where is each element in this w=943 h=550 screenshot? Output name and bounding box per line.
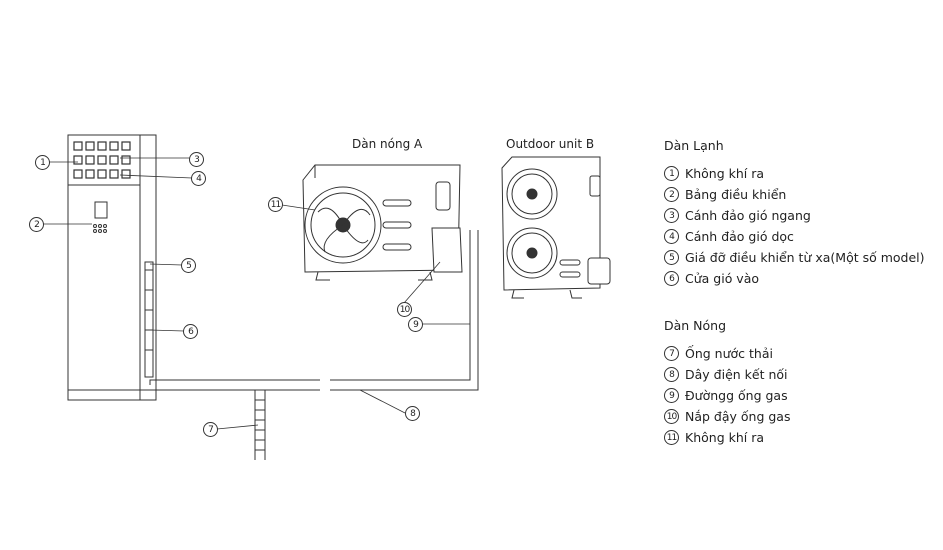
legend-number: 2 [664,187,679,202]
callout-5: 5 [181,258,196,273]
legend-item: 2 Bảng điều khiển [664,184,925,205]
callout-8: 8 [405,406,420,421]
legend-label: Nắp đậy ống gas [685,409,791,424]
legend-label: Giá đỡ điều khiển từ xa(Một số model) [685,250,925,265]
callout-2: 2 [29,217,44,232]
legend-number: 1 [664,166,679,181]
callout-4: 4 [191,171,206,186]
legend-number: 8 [664,367,679,382]
legend-item: 11 Không khí ra [664,427,790,448]
legend-outdoor-title: Dàn Nóng [664,318,727,333]
legend-item: 7 Ống nước thải [664,343,790,364]
legend-item: 4 Cánh đảo gió dọc [664,226,925,247]
legend-indoor-title: Dàn Lạnh [664,138,724,153]
legend-item: 1 Không khí ra [664,163,925,184]
legend-number: 3 [664,208,679,223]
legend-item: 3 Cánh đảo gió ngang [664,205,925,226]
legend-label: Cửa gió vào [685,271,760,286]
outdoor-unit-a [302,164,463,281]
legend-label: Không khí ra [685,430,765,445]
callout-11: 11 [268,197,283,212]
callout-1: 1 [35,155,50,170]
legend-label: Bảng điều khiển [685,187,787,202]
legend-number: 5 [664,250,679,265]
callout-3: 3 [189,152,204,167]
display-panel [94,201,108,219]
legend-number: 4 [664,229,679,244]
legend-number: 9 [664,388,679,403]
outdoor-unit-a-title: Dàn nóng A [352,137,423,151]
legend-outdoor: Dàn Nóng 7 Ống nước thải 8 Dây điện kết nố… [664,318,790,448]
legend-item: 6 Cửa gió vào [664,268,925,289]
callout-7: 7 [203,422,218,437]
legend-number: 11 [664,430,679,445]
callout-10: 10 [397,302,412,317]
legend-label: Cánh đảo gió dọc [685,229,794,244]
leader-lines [43,157,470,430]
legend-item: 8 Dây điện kết nối [664,364,790,385]
legend-number: 6 [664,271,679,286]
indoor-unit [67,134,157,401]
legend-label: Không khí ra [685,166,765,181]
legend-label: Ống nước thải [685,346,773,361]
callout-6: 6 [183,324,198,339]
outdoor-unit-b-title: Outdoor unit B [506,137,595,151]
legend-number: 10 [664,409,679,424]
callout-9: 9 [408,317,423,332]
legend-label: Cánh đảo gió ngang [685,208,811,223]
legend-label: Dây điện kết nối [685,367,788,382]
legend-item: 5 Giá đỡ điều khiển từ xa(Một số model) [664,247,925,268]
pipes [149,230,479,460]
outdoor-unit-b [501,156,611,299]
legend-label: Đườngg ống gas [685,388,788,403]
legend-number: 7 [664,346,679,361]
legend-item: 10 Nắp đậy ống gas [664,406,790,427]
legend-item: 9 Đườngg ống gas [664,385,790,406]
